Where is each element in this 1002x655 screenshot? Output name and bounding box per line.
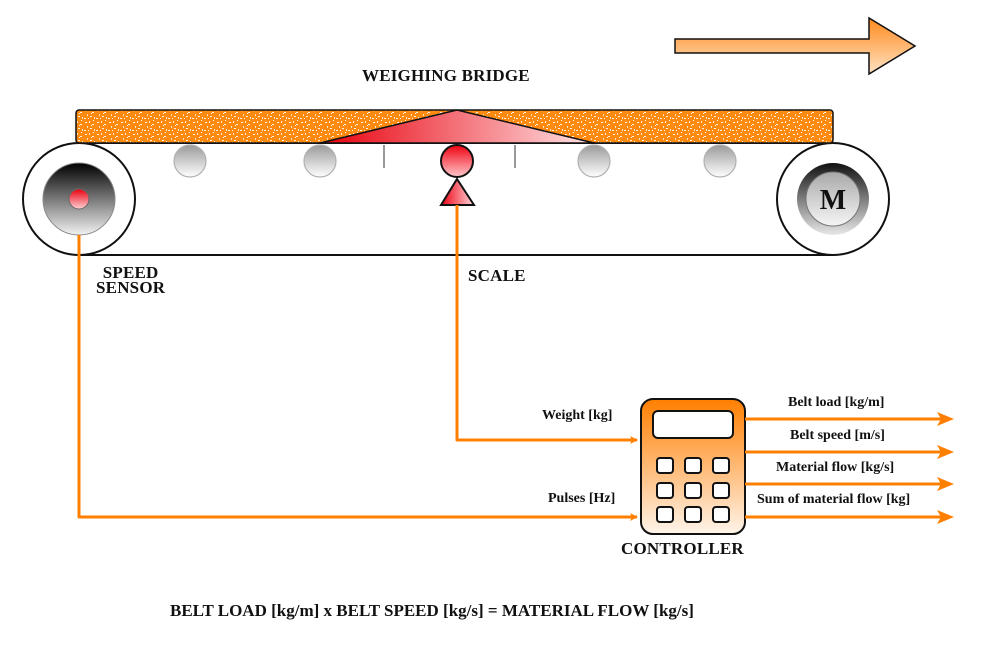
idler-roller-icon — [173, 144, 207, 178]
output-arrowhead-icon — [937, 477, 954, 491]
output-label-belt-speed: Belt speed [m/s] — [790, 428, 885, 443]
controller-label: CONTROLLER — [621, 539, 744, 558]
keypad-key — [684, 482, 702, 499]
speed-sensor-label: SPEED SENSOR — [96, 263, 166, 297]
keypad-key — [684, 457, 702, 474]
weighing-bridge-frame — [319, 109, 595, 144]
keypad-key — [656, 482, 674, 499]
weighing-bridge-label: WEIGHING BRIDGE — [362, 66, 530, 85]
output-arrowhead-icon — [937, 412, 954, 426]
keypad-key — [656, 506, 674, 523]
idler-roller-icon — [303, 144, 337, 178]
keypad-key — [712, 506, 730, 523]
input-label-weight: Weight [kg] — [542, 408, 613, 423]
scale-support-icon — [439, 177, 476, 206]
speed-sensor-pulley — [22, 142, 136, 256]
sensor-dot-icon — [68, 188, 90, 210]
controller-display — [652, 410, 734, 439]
output-arrowhead-icon — [937, 510, 954, 524]
controller-keypad — [656, 457, 730, 523]
speed-sensor-label-line1: SPEED — [102, 263, 159, 282]
idler-roller-icon — [577, 144, 611, 178]
output-arrowhead-icon — [937, 445, 954, 459]
direction-arrow-icon — [674, 16, 917, 76]
speed-sensor-label-line2: SENSOR — [96, 278, 166, 297]
formula: BELT LOAD [kg/m] x BELT SPEED [kg/s] = M… — [170, 601, 694, 620]
keypad-key — [684, 506, 702, 523]
motor-pulley: M — [776, 142, 890, 256]
pulses-signal-line — [77, 235, 638, 521]
scale-roller-icon — [440, 144, 474, 178]
output-label-sum-material-flow: Sum of material flow [kg] — [757, 492, 911, 507]
motor-label: M — [820, 185, 846, 216]
keypad-key — [712, 482, 730, 499]
keypad-key — [656, 457, 674, 474]
controller — [640, 398, 746, 535]
output-label-belt-load: Belt load [kg/m] — [788, 395, 885, 410]
keypad-key — [712, 457, 730, 474]
idler-rollers — [173, 144, 737, 178]
weight-signal-line — [455, 205, 638, 444]
input-label-pulses: Pulses [Hz] — [548, 491, 616, 506]
idler-roller-icon — [703, 144, 737, 178]
scale-label: SCALE — [468, 266, 526, 285]
controller-outputs — [745, 412, 954, 524]
output-label-material-flow: Material flow [kg/s] — [776, 460, 895, 475]
